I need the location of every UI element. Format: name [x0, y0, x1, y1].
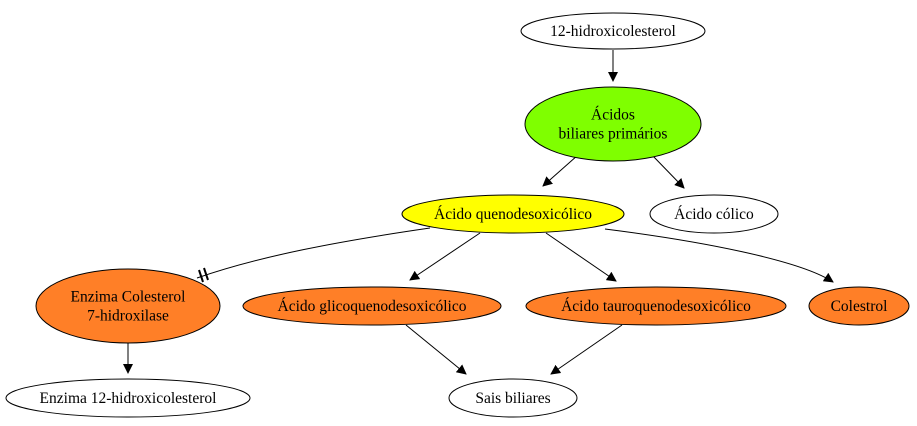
node-glico-shape: [242, 286, 502, 326]
node-enzima7-label: Enzima Colesterol: [71, 289, 186, 306]
node-glico-label: Ácido glicoquenodesoxicólico: [278, 298, 467, 315]
node-tauro-shape: [525, 286, 787, 326]
edge-acidos-queno: [542, 154, 579, 187]
node-colestrol-label: Colestrol: [831, 298, 888, 315]
node-colico: Ácido cólico: [649, 194, 779, 234]
node-enzima7-shape: [35, 268, 221, 344]
node-acidos-label: biliares primários: [559, 126, 668, 143]
node-tauro: Ácido tauroquenodesoxicólico: [525, 286, 787, 326]
node-acidos-label: Ácidos: [591, 107, 635, 124]
edge-queno-glico: [409, 232, 481, 281]
edge-queno-enzima7: [196, 227, 431, 279]
node-hidroxi: 12-hidroxicolesterol: [520, 12, 706, 50]
inhibition-mark-queno-enzima7-0: [198, 269, 204, 283]
node-queno: Ácido quenodesoxicólico: [401, 194, 625, 234]
edges-layer: [123, 50, 834, 375]
node-enzima7-label: 7-hidroxilase: [87, 308, 169, 325]
node-enzima7: Enzima Colesterol 7-hidroxilase: [35, 268, 221, 344]
node-sais: Sais biliares: [448, 378, 578, 418]
node-acidos-shape: [524, 86, 702, 162]
node-colestrol: Colestrol: [808, 286, 910, 326]
node-sais-label: Sais biliares: [475, 390, 550, 407]
edge-glico-sais: [405, 324, 467, 375]
node-glico: Ácido glicoquenodesoxicólico: [242, 286, 502, 326]
node-acidos: Ácidos biliares primários: [524, 86, 702, 162]
edge-acidos-colico: [651, 154, 685, 189]
node-colico-label: Ácido cólico: [674, 206, 754, 223]
node-queno-shape: [401, 194, 625, 234]
edge-queno-tauro: [545, 232, 617, 282]
node-colestrol-shape: [808, 286, 910, 326]
node-hidroxi-label: 12-hidroxicolesterol: [550, 23, 676, 40]
node-colico-shape: [649, 194, 779, 234]
node-hidroxi-shape: [520, 12, 706, 50]
node-queno-label: Ácido quenodesoxicólico: [434, 206, 592, 223]
node-enzima12: Enzima 12-hidroxicolesterol: [5, 378, 251, 418]
node-sais-shape: [448, 378, 578, 418]
node-enzima12-label: Enzima 12-hidroxicolesterol: [40, 390, 217, 407]
node-enzima12-shape: [5, 378, 251, 418]
edge-tauro-sais: [550, 324, 623, 375]
inhibition-mark-queno-enzima7-1: [203, 267, 209, 281]
edge-queno-colestrol: [604, 228, 834, 283]
node-tauro-label: Ácido tauroquenodesoxicólico: [561, 298, 751, 315]
